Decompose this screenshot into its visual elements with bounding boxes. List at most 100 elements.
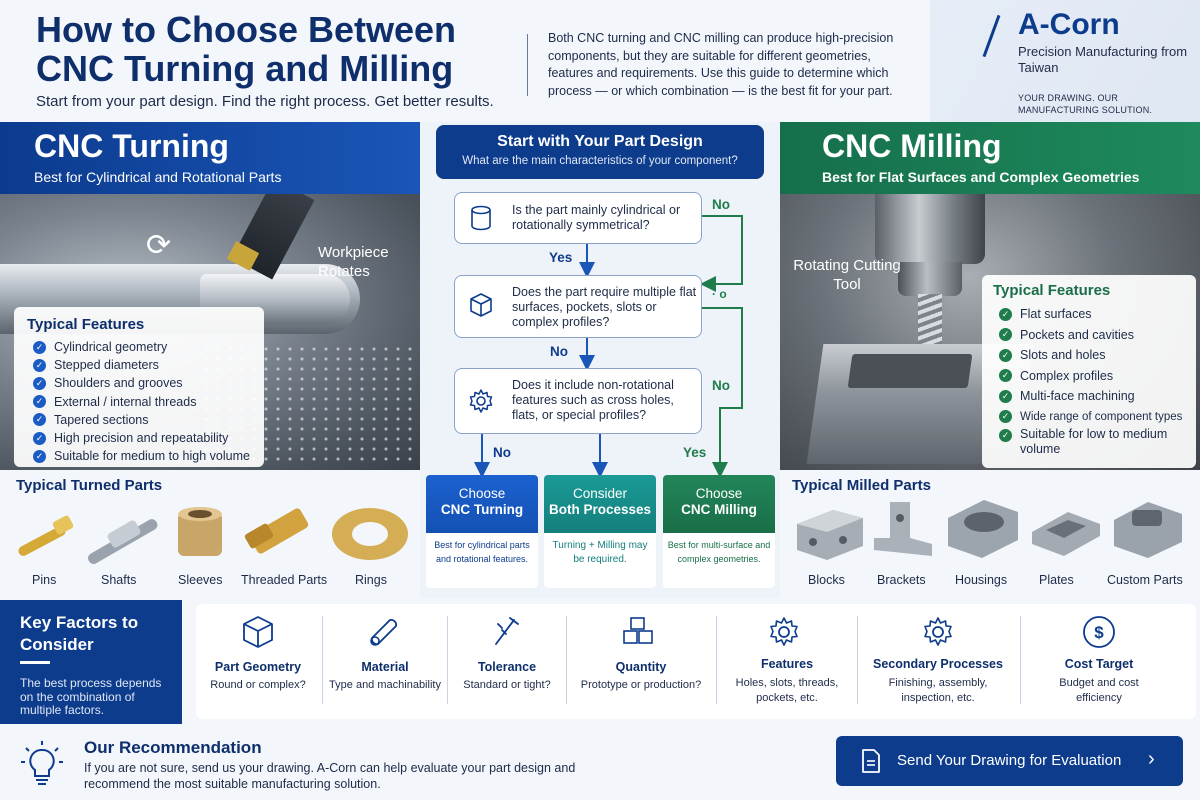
q1-no-label: No [712, 197, 730, 212]
brand-slogan: YOUR DRAWING. OUR MANUFACTURING SOLUTION… [1018, 93, 1153, 115]
check-icon: ✓ [999, 369, 1012, 383]
workpiece-pocket [847, 354, 973, 388]
q1-yes-label: Yes [549, 250, 573, 265]
check-icon: ✓ [33, 358, 46, 372]
cube-icon [470, 293, 492, 317]
list-item: ✓Stepped diameters [33, 356, 250, 374]
factor-divider [447, 616, 448, 704]
factor-title-material: Material [361, 660, 409, 674]
gear-icon [469, 389, 493, 413]
part-label-pins: Pins [32, 573, 57, 587]
check-icon: ✓ [999, 307, 1012, 321]
part-label-custom-parts: Custom Parts [1107, 573, 1183, 587]
factor-desc-features: Holes, slots, threads, pockets, etc. [735, 677, 839, 704]
brand-name: A-Corn [1018, 8, 1120, 41]
boxes-icon [623, 617, 653, 644]
turning-header [0, 122, 420, 194]
factor-title-geometry: Part Geometry [214, 660, 302, 674]
pin-image [18, 515, 74, 556]
dollar-icon: $ [1083, 616, 1115, 648]
result-note: Best for cylindrical parts and rotationa… [434, 540, 530, 564]
result-header: Choose CNC Turning [426, 475, 538, 533]
list-item: ✓Shoulders and grooves [33, 374, 250, 392]
turning-features-list: ✓Cylindrical geometry ✓Stepped diameters… [33, 338, 250, 465]
factor-title-quantity: Quantity [615, 660, 667, 674]
document-icon [862, 749, 880, 773]
rotation-arrow-icon: ⟳ [146, 229, 172, 262]
chevron-right-icon[interactable]: › [1148, 748, 1155, 770]
part-label-shafts: Shafts [101, 573, 137, 587]
q2-side-label: · o [712, 287, 727, 301]
milling-features-card [982, 275, 1196, 468]
q2-no-label: No [550, 344, 568, 359]
turning-features-card [14, 307, 264, 467]
flowchart-header [436, 125, 764, 179]
factor-divider [716, 616, 717, 704]
factor-divider [857, 616, 858, 704]
milling-title: CNC Milling [822, 128, 1002, 164]
list-item: ✓Pockets and cavities [999, 325, 1182, 346]
part-label-blocks: Blocks [808, 573, 845, 587]
factor-divider [566, 616, 567, 704]
milled-parts-title: Typical Milled Parts [792, 477, 931, 494]
result-cnc-milling: Choose CNC Milling Best for multi-surfac… [663, 475, 775, 588]
question-2-text: Does the part require multiple flat surf… [512, 285, 697, 329]
key-factors-underline [20, 661, 50, 664]
question-3-box [454, 368, 702, 434]
milling-features-title: Typical Features [993, 282, 1111, 299]
list-item: ✓Complex profiles [999, 366, 1182, 387]
part-label-plates: Plates [1039, 573, 1074, 587]
turning-title: CNC Turning [34, 128, 229, 164]
list-item: ✓Suitable for low to medium volume [999, 427, 1179, 457]
check-icon: ✓ [999, 429, 1012, 442]
brand-subtitle: Precision Manufacturing from Taiwan [1018, 44, 1188, 75]
list-item: ✓Wide range of component types [999, 407, 1182, 428]
list-item: ✓Slots and holes [999, 345, 1182, 366]
spindle [875, 194, 985, 264]
factor-title-cost: Cost Target [1064, 657, 1134, 671]
check-icon: ✓ [33, 376, 46, 390]
result-both-processes: Consider Both Processes Turning + Millin… [544, 475, 656, 588]
check-icon: ✓ [999, 328, 1012, 342]
recommendation-text: If you are not sure, send us your drawin… [84, 761, 576, 791]
result-note: Turning + Milling may be required. [552, 540, 648, 565]
brand-panel [930, 0, 1200, 122]
intro-text: Both CNC turning and CNC milling can pro… [548, 31, 894, 98]
material-bar-icon [370, 619, 397, 646]
factor-desc-geometry: Round or complex? [210, 679, 306, 691]
check-icon: ✓ [999, 348, 1012, 362]
list-item: ✓Flat surfaces [999, 304, 1182, 325]
send-drawing-label[interactable]: Send Your Drawing for Evaluation [897, 752, 1122, 769]
page-title: How to Choose Between CNC Turning and Mi… [36, 9, 457, 89]
bracket-image [874, 502, 932, 556]
result-note: Best for multi-surface and complex geome… [667, 540, 771, 564]
factor-desc-cost: Budget and cost efficiency [1059, 677, 1139, 704]
factor-title-features: Features [760, 657, 814, 671]
svg-text:$: $ [1094, 623, 1104, 642]
lightbulb-icon [21, 741, 63, 785]
send-drawing-button[interactable] [836, 736, 1183, 786]
question-3-text: Does it include non-rotational features … [512, 378, 674, 422]
question-1-text: Is the part mainly cylindrical or rotati… [512, 203, 681, 232]
turning-subtitle: Best for Cylindrical and Rotational Part… [34, 169, 282, 185]
shaft-image [88, 519, 158, 564]
result-cnc-turning: Choose CNC Turning Best for cylindrical … [426, 475, 538, 588]
factor-desc-tolerance: Standard or tight? [463, 679, 551, 691]
check-icon: ✓ [33, 395, 46, 409]
part-label-sleeves: Sleeves [178, 573, 223, 587]
housing-image [948, 500, 1018, 558]
key-factors-description: The best process depends on the combinat… [20, 676, 162, 717]
list-item: ✓Suitable for medium to high volume [33, 447, 250, 465]
milling-header [780, 122, 1200, 194]
list-item: ✓Multi-face machining [999, 386, 1182, 407]
part-label-brackets: Brackets [877, 573, 926, 587]
gear-icon [770, 617, 798, 646]
turned-parts-title: Typical Turned Parts [16, 477, 163, 494]
factor-divider [322, 616, 323, 704]
block-image [797, 510, 863, 560]
threaded-part-image [244, 508, 309, 554]
factor-desc-secondary: Finishing, assembly, inspection, etc. [888, 677, 988, 704]
part-label-rings: Rings [355, 573, 387, 587]
turning-features-title: Typical Features [27, 316, 145, 333]
list-item: ✓External / internal threads [33, 393, 250, 411]
